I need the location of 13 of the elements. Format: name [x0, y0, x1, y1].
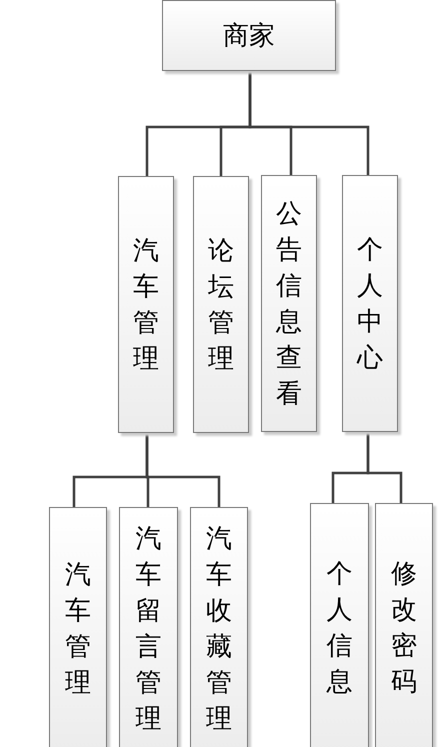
process-box: 汽车收藏管理	[190, 507, 248, 747]
process-box: 公告信息查看	[261, 175, 317, 432]
process-box: 汽车留言管理	[119, 507, 178, 747]
process-box: 汽车管理	[118, 176, 174, 433]
connector-line	[248, 71, 370, 175]
connector-line	[146, 433, 220, 507]
process-box: 论坛管理	[193, 176, 249, 433]
process-box: 修改密码	[375, 503, 433, 747]
process-box: 汽车管理	[49, 507, 107, 747]
process-box: 个人中心	[342, 175, 398, 432]
process-box: 个人信息	[310, 503, 369, 747]
connector-line	[366, 432, 402, 503]
process-box: 商家	[162, 0, 336, 71]
